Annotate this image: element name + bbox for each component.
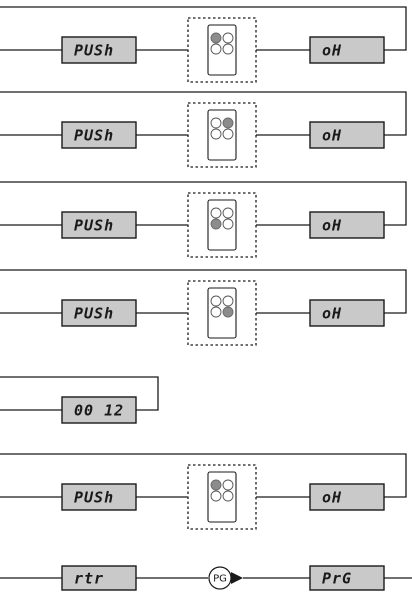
rtr-display-frame bbox=[61, 565, 137, 591]
push-display-text: PUSh bbox=[74, 489, 114, 507]
return-connector bbox=[0, 181, 407, 226]
row-3: PUSh oH bbox=[0, 181, 407, 258]
row-2: PUSh oH bbox=[0, 91, 407, 168]
keypad-button-top-left-pressed bbox=[210, 479, 222, 491]
row-6: PUSh oH bbox=[0, 453, 407, 530]
value-display-text: 00 12 bbox=[74, 402, 124, 420]
row-4: PUSh oH bbox=[0, 269, 407, 346]
keypad bbox=[187, 280, 257, 346]
keypad-button-bottom-right bbox=[222, 218, 234, 230]
prg-display: PrG bbox=[309, 565, 385, 591]
ok-display-text: oH bbox=[322, 127, 342, 145]
ok-display-text: oH bbox=[322, 489, 342, 507]
return-connector bbox=[0, 91, 407, 136]
push-display-frame bbox=[61, 121, 137, 149]
prg-display-text: PrG bbox=[322, 570, 352, 588]
push-display-frame bbox=[61, 299, 137, 327]
keypad-button-top-left bbox=[210, 295, 222, 307]
keypad bbox=[187, 464, 257, 530]
keypad-button-bottom-right bbox=[222, 490, 234, 502]
keypad-button-top-left bbox=[210, 207, 222, 219]
arrow-head bbox=[231, 572, 243, 584]
keypad-button-top-left bbox=[210, 117, 222, 129]
push-display: PUSh bbox=[61, 211, 137, 239]
ok-display-frame bbox=[309, 483, 385, 511]
push-display: PUSh bbox=[61, 299, 137, 327]
row-1: PUSh oH bbox=[0, 6, 407, 83]
push-display-text: PUSh bbox=[74, 42, 114, 60]
keypad-button-bottom-left bbox=[210, 128, 222, 140]
row-7: rtr PG PrG bbox=[0, 565, 412, 591]
keypad-button-top-right bbox=[222, 32, 234, 44]
return-connector bbox=[0, 6, 407, 51]
return-connector bbox=[0, 453, 407, 498]
keypad-button-bottom-right bbox=[222, 128, 234, 140]
keypad-button-top-right bbox=[222, 479, 234, 491]
push-display-text: PUSh bbox=[74, 305, 114, 323]
keypad-button-bottom-left bbox=[210, 490, 222, 502]
rtr-display-text: rtr bbox=[74, 570, 104, 588]
ok-display-text: oH bbox=[322, 305, 342, 323]
ok-display-frame bbox=[309, 121, 385, 149]
keypad-button-top-left-pressed bbox=[210, 32, 222, 44]
push-display-frame bbox=[61, 483, 137, 511]
row-5: 00 12 bbox=[0, 376, 159, 424]
keypad-button-bottom-right-pressed bbox=[222, 306, 234, 318]
keypad-button-bottom-right bbox=[222, 43, 234, 55]
ok-display: oH bbox=[309, 483, 385, 511]
keypad bbox=[187, 17, 257, 83]
pg-key-label: PG bbox=[213, 574, 227, 585]
keypad-button-bottom-left-pressed bbox=[210, 218, 222, 230]
ok-display-frame bbox=[309, 211, 385, 239]
push-display-text: PUSh bbox=[74, 217, 114, 235]
rtr-display: rtr bbox=[61, 565, 137, 591]
keypad-button-top-right bbox=[222, 295, 234, 307]
prg-display-frame bbox=[309, 565, 385, 591]
return-connector bbox=[0, 269, 407, 314]
ok-display-frame bbox=[309, 36, 385, 64]
push-display: PUSh bbox=[61, 121, 137, 149]
push-display: PUSh bbox=[61, 36, 137, 64]
ok-display: oH bbox=[309, 211, 385, 239]
keypad-button-top-right bbox=[222, 207, 234, 219]
push-display-text: PUSh bbox=[74, 127, 114, 145]
keypad-button-bottom-left bbox=[210, 306, 222, 318]
ok-display: oH bbox=[309, 299, 385, 327]
ok-display: oH bbox=[309, 36, 385, 64]
keypad-button-top-right-pressed bbox=[222, 117, 234, 129]
ok-display-text: oH bbox=[322, 42, 342, 60]
keypad-button-bottom-left bbox=[210, 43, 222, 55]
ok-display: oH bbox=[309, 121, 385, 149]
ok-display-text: oH bbox=[322, 217, 342, 235]
keypad bbox=[187, 192, 257, 258]
keypad bbox=[187, 102, 257, 168]
push-display: PUSh bbox=[61, 483, 137, 511]
return-connector bbox=[0, 376, 159, 411]
value-display: 00 12 bbox=[61, 396, 137, 424]
